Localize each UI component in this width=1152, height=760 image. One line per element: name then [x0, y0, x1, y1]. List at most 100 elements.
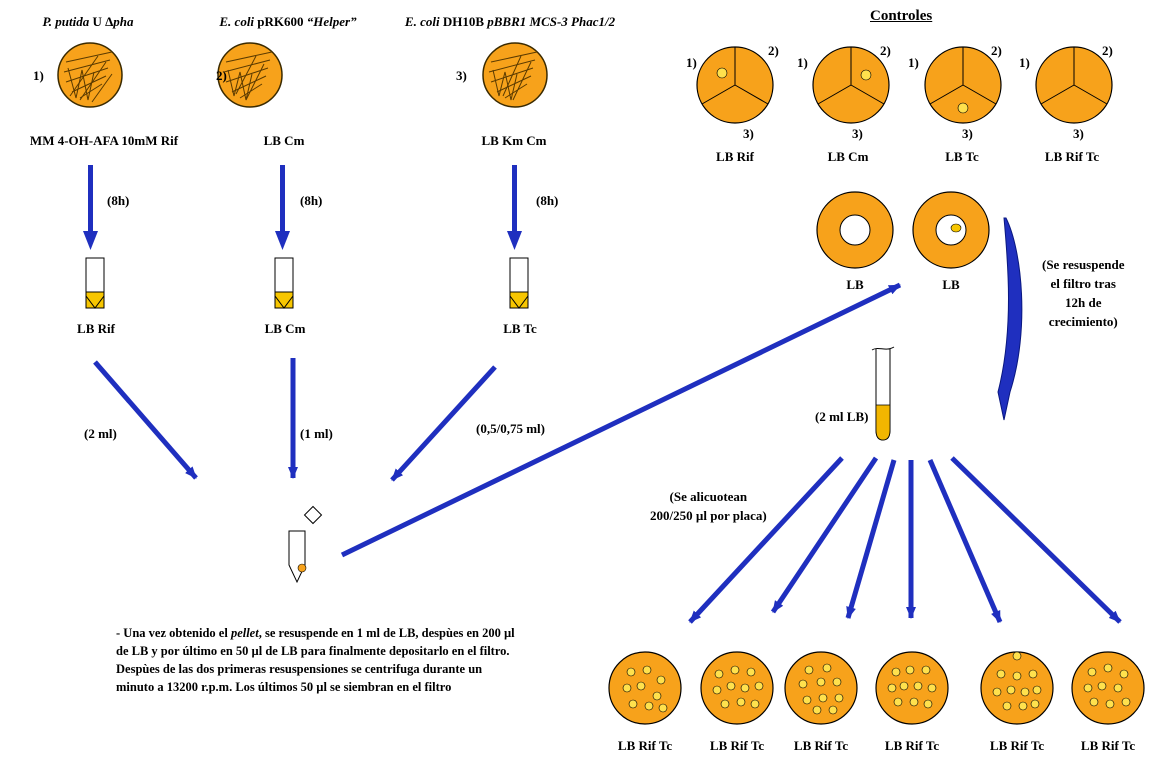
aliquot-line-1: (Se alicuotean [669, 489, 748, 504]
colony [816, 677, 826, 687]
selection-plate-6-medium: LB Rif Tc [1080, 738, 1136, 753]
strain-3-medium: LB Km Cm [481, 133, 547, 148]
colony [822, 663, 832, 673]
selection-plate-2-medium: LB Rif Tc [709, 738, 765, 753]
control-3-sector-2: 2) [991, 43, 1002, 58]
colony [899, 681, 909, 691]
colony [834, 693, 844, 703]
colony [1030, 699, 1040, 709]
strain-1-time: (8h) [107, 193, 130, 208]
resuspend-line-4: crecimiento) [1048, 314, 1118, 329]
colony [996, 669, 1006, 679]
colony [992, 687, 1002, 697]
culture-tube-2 [274, 257, 294, 309]
control-4-sector-2: 2) [1102, 43, 1113, 58]
volume-2: (1 ml) [300, 426, 333, 441]
filter-plate-1-medium: LB [846, 277, 864, 292]
filter-plate-2-medium: LB [942, 277, 960, 292]
colony [905, 665, 915, 675]
colony [927, 683, 937, 693]
colony [714, 669, 724, 679]
selection-plate-4-medium: LB Rif Tc [884, 738, 940, 753]
aliquot-arrow-5 [927, 459, 1003, 623]
colony [1121, 697, 1131, 707]
resuspend-note: (Se resuspende el filtro tras 12h de cre… [1042, 255, 1124, 331]
control-plate-2 [812, 46, 890, 124]
filter-plate-2 [912, 191, 990, 269]
arrow-strain-3-to-tube [507, 165, 522, 250]
protocol-note: - Una vez obtenido el pellet, se resuspe… [116, 626, 515, 694]
control-4-medium: LB Rif Tc [1044, 149, 1100, 164]
control-3-sector-1: 1) [908, 55, 919, 70]
selection-plate-3 [784, 651, 858, 725]
aliquot-arrow-3 [845, 459, 897, 619]
colony [921, 665, 931, 675]
colony [644, 701, 654, 711]
colony [1087, 667, 1097, 677]
strain-3-name: E. coli DH10B pBBR1 MCS-3 Phac1/2 [404, 14, 616, 29]
colony [1103, 663, 1113, 673]
colony [720, 699, 730, 709]
colony [656, 675, 666, 685]
colony [798, 679, 808, 689]
strain-2-plate-number: 2) [216, 68, 227, 83]
colony [802, 695, 812, 705]
selection-plate-5-medium: LB Rif Tc [989, 738, 1045, 753]
colony [746, 667, 756, 677]
colony [1020, 687, 1030, 697]
colony [712, 685, 722, 695]
colony [1119, 669, 1129, 679]
culture-tube-1 [85, 257, 105, 309]
colony [818, 693, 828, 703]
colony [726, 681, 736, 691]
selection-plates [608, 651, 1145, 725]
selection-plate-4 [875, 651, 949, 725]
colony [622, 683, 632, 693]
control-4-sector-1: 1) [1019, 55, 1030, 70]
colony [893, 697, 903, 707]
control-1-sector-2: 2) [768, 43, 779, 58]
colony [1028, 669, 1038, 679]
arrow-strain-1-to-tube [83, 165, 98, 250]
colony [730, 665, 740, 675]
colony [1083, 683, 1093, 693]
control-1-medium: LB Rif [716, 149, 754, 164]
colony [636, 681, 646, 691]
colony [1089, 697, 1099, 707]
colony [1105, 699, 1115, 709]
colony [1002, 701, 1012, 711]
colony [923, 699, 933, 709]
arrow-volume-1 [93, 360, 198, 480]
colony [891, 667, 901, 677]
strain-3-time: (8h) [536, 193, 559, 208]
mating-microtube [288, 505, 323, 584]
strain-2-time: (8h) [300, 193, 323, 208]
selection-plate-3-medium: LB Rif Tc [793, 738, 849, 753]
colony [1018, 701, 1028, 711]
tube-1-medium: LB Rif [77, 321, 115, 336]
control-plate-3 [924, 46, 1002, 124]
colony [832, 677, 842, 687]
colony [812, 705, 822, 715]
colony [804, 665, 814, 675]
colony [887, 683, 897, 693]
arrow-volume-3 [390, 365, 497, 482]
strain-1-plate-number: 1) [33, 68, 44, 83]
strain-plate-1 [57, 42, 123, 108]
colony [740, 683, 750, 693]
control-1-sector-3: 3) [743, 126, 754, 141]
colony [1113, 683, 1123, 693]
colony [626, 667, 636, 677]
resuspend-line-2: el filtro tras [1050, 276, 1116, 291]
control-plate-1 [696, 46, 774, 124]
colony [1012, 651, 1022, 661]
colony [628, 699, 638, 709]
resuspend-line-3: 12h de [1064, 295, 1102, 310]
control-3-sector-3: 3) [962, 126, 973, 141]
aliquot-line-2: 200/250 µl por placa) [650, 508, 767, 523]
colony [736, 697, 746, 707]
colony [754, 681, 764, 691]
culture-tube-3 [509, 257, 529, 309]
colony [652, 691, 662, 701]
